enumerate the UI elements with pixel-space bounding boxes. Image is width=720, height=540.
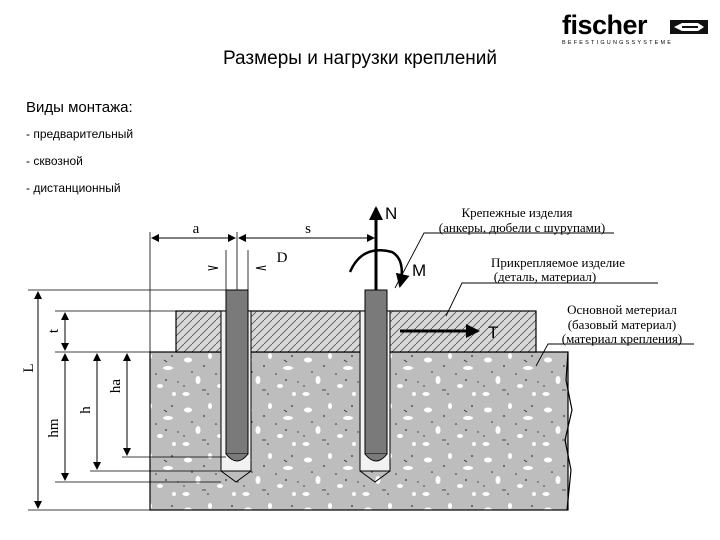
callout-leader-base <box>535 343 694 367</box>
anchor-right <box>359 289 391 483</box>
callout-base-line3: (материал крепления) <box>562 331 682 346</box>
fischer-logo: fischer BEFESTIGUNGSSYSTEME <box>562 10 712 50</box>
mount-type-item: - сквозной <box>26 154 83 168</box>
callout-base-line2: (базовый материал) <box>568 317 677 332</box>
dim-label-t: t <box>46 328 62 333</box>
mount-types-heading: Виды монтажа: <box>26 99 133 116</box>
dim-label-D: D <box>277 250 288 266</box>
logo-tagline: BEFESTIGUNGSSYSTEME <box>562 40 674 46</box>
logo-wordmark: fischer <box>562 10 648 40</box>
base-material-edge <box>564 351 573 511</box>
base-material-block <box>149 351 569 511</box>
dim-label-a: a <box>193 221 200 237</box>
callout-base-line1: Основной метериал <box>567 302 677 317</box>
dim-label-L: L <box>21 363 37 372</box>
callout-fixture-line2: (деталь, материал) <box>494 269 597 284</box>
callout-leader-fasteners <box>394 232 614 289</box>
callout-leader-fixture <box>445 282 658 317</box>
load-label-N: N <box>385 204 397 223</box>
load-label-M: M <box>412 261 426 280</box>
logo-emblem-icon <box>670 20 708 34</box>
callout-fasteners-line2: (анкеры, дюбели с шурупами) <box>439 220 605 235</box>
callout-fixture-line1: Прикрепляемое изделие <box>491 255 625 270</box>
dim-label-s: s <box>305 221 311 237</box>
anchor-left <box>220 289 252 483</box>
dim-label-hm: hm <box>46 418 62 438</box>
load-label-T: T <box>488 323 498 342</box>
callout-fasteners-line1: Крепежные изделия <box>461 205 572 220</box>
moment-arrow-M <box>348 249 410 288</box>
page-title: Размеры и нагрузки креплений <box>223 48 497 69</box>
mount-type-item: - дистанционный <box>26 181 121 195</box>
mount-type-item: - предварительный <box>26 127 134 141</box>
dim-label-h: h <box>78 406 94 414</box>
dim-label-ha: ha <box>108 379 124 394</box>
